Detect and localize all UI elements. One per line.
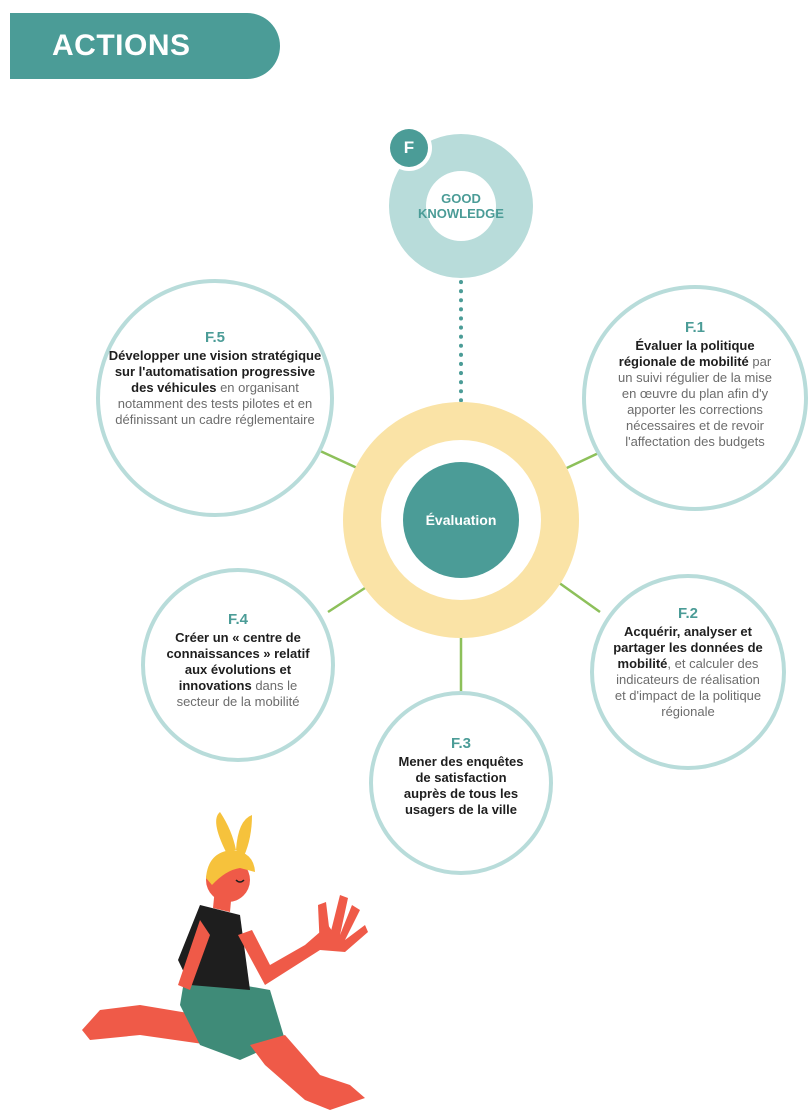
good-knowledge-label: GOOD KNOWLEDGE [411,191,511,221]
f-badge: F [390,129,428,167]
node-f4-text: F.4 Créer un « centre de connaissances »… [160,612,316,710]
node-f5-text: F.5 Développer une vision stratégique su… [107,330,323,428]
node-f2-text: F.2 Acquérir, analyser et partager les d… [610,606,766,720]
actions-title: ACTIONS [52,29,191,62]
evaluation-label: Évaluation [425,512,497,528]
node-f1-bold: Évaluer la politique régionale de mobili… [618,338,755,369]
node-f5-rest: en organisant notamment des tests pilote… [115,380,315,427]
node-f4-circle [141,568,335,762]
good-knowledge-line2: KNOWLEDGE [418,206,504,221]
node-f1-text: F.1 Évaluer la politique régionale de mo… [610,320,780,450]
node-f2-bold: Acquérir, analyser et partager les donné… [613,624,763,671]
node-f2-code: F.2 [677,605,698,622]
node-f2-circle [590,574,786,770]
node-f1-rest: par un suivi régulier de la mise en œuvr… [618,354,772,449]
good-knowledge-inner [426,171,496,241]
runner-illustration [82,812,368,1110]
node-f5-circle [96,279,334,517]
node-f4-rest: dans le secteur de la mobilité [176,678,300,709]
good-knowledge-line1: GOOD [441,191,481,206]
node-f1-circle [582,285,808,511]
node-f3-text: F.3 Mener des enquêtes de satisfaction a… [396,736,526,818]
node-f1-code: F.1 [684,319,705,336]
node-f3-bold: Mener des enquêtes de satisfaction auprè… [398,754,524,817]
actions-header: ACTIONS [10,13,280,79]
node-f2-rest: , et calculer des indicateurs de réalisa… [614,656,762,719]
node-f4-code: F.4 [227,611,248,628]
node-f5-code: F.5 [204,329,225,346]
evaluation-center [403,462,519,578]
node-f5-bold: Développer une vision stratégique sur l'… [108,348,322,395]
node-f4-bold: Créer un « centre de connaissances » rel… [166,630,310,693]
node-f3-circle [369,691,553,875]
node-f3-code: F.3 [450,735,471,752]
